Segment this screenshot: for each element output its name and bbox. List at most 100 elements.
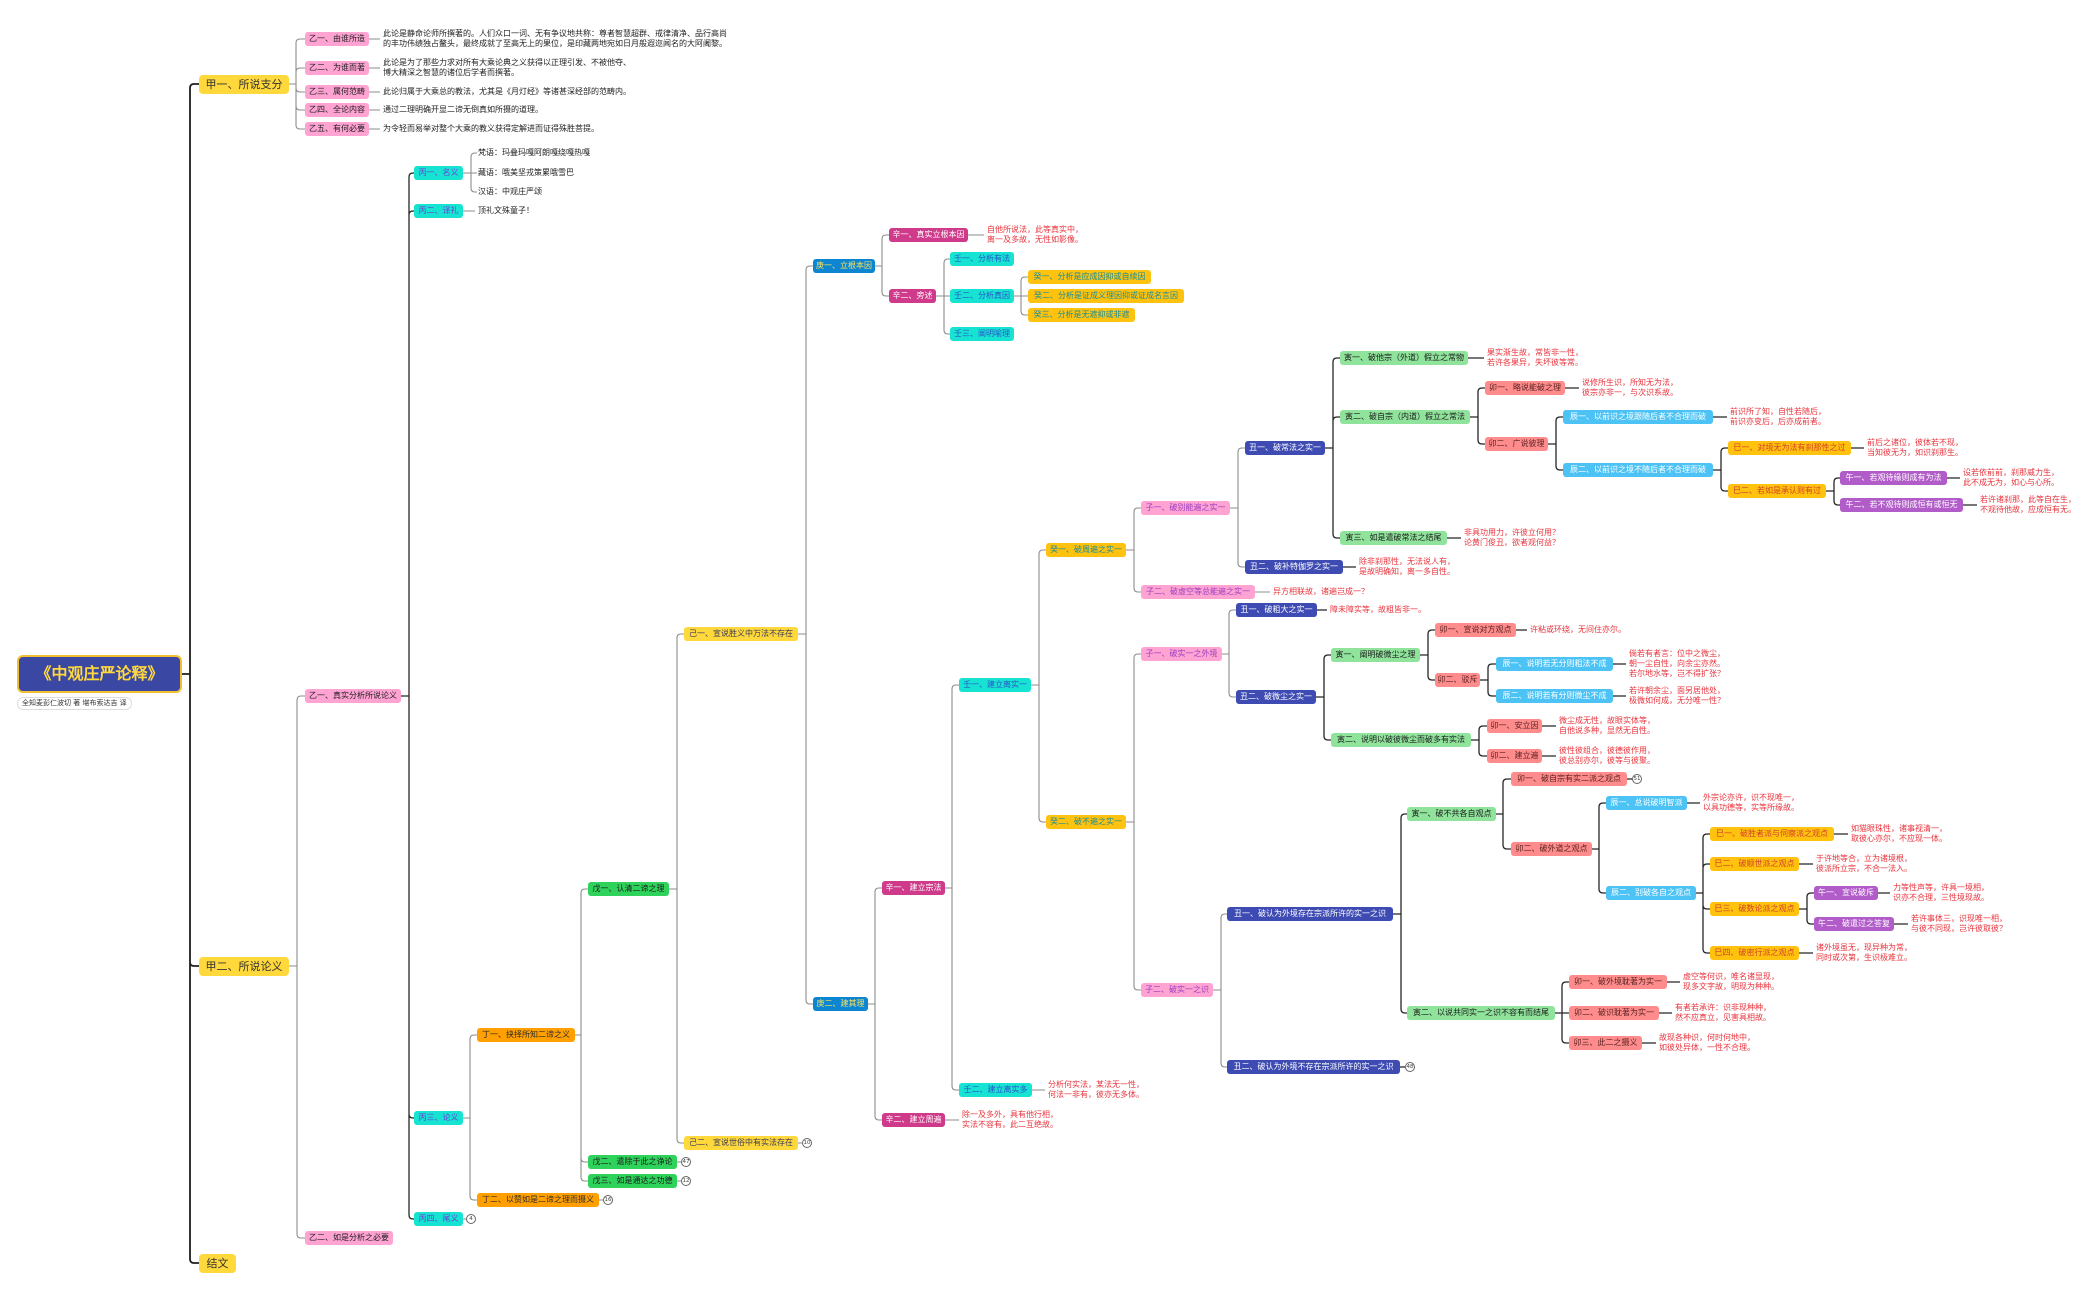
verse-text[interactable]: 除非刹那性，无法说人有， 是故明确知，离一多自性。 (1359, 557, 1455, 576)
topic-xin2-digression[interactable]: 辛二、旁述 (889, 289, 936, 303)
topic-chen1-general[interactable]: 辰一、总说破明智派 (1606, 796, 1687, 810)
collapsed-count-badge[interactable]: 10 (802, 1138, 812, 1148)
verse-text[interactable]: 除一及多外，具有他行相， 实法不容有，此二互绝故。 (962, 1110, 1058, 1129)
topic-ren3-example[interactable]: 壬三、阐明喻理 (950, 327, 1014, 341)
topic-zi2-consciousness[interactable]: 子二、破实一之识 (1141, 983, 1213, 997)
verse-text[interactable]: 有者若承许：识非现种种， 然不应真立，见害具相故。 (1675, 1003, 1771, 1022)
verse-text[interactable]: 若许诸刹那，此等自在生， 不观待他故，应成恒有无。 (1980, 495, 2076, 514)
topic-gui2-non-pervasive[interactable]: 癸二、破不遍之实一 (1046, 815, 1126, 829)
topic-mao2-refutation[interactable]: 卯二、驳斥 (1435, 673, 1480, 687)
topic-gui1-pervasive[interactable]: 癸一、破周遍之实一 (1046, 543, 1126, 557)
topic-si2-charvaka[interactable]: 巳二、破顺世派之观点 (1710, 857, 1799, 871)
topic-wu1-recognize[interactable]: 戊一、认清二谛之理 (588, 882, 669, 896)
topic-yi2-audience-note[interactable]: 此论是为了那些力求对所有大乘论典之义获得以正理引发、不被他夺、 博大精深之智慧的… (383, 58, 631, 77)
verse-text[interactable]: 许粘或环绕，无间住亦尔。 (1530, 625, 1626, 634)
topic-mao2-establish-pervasion[interactable]: 卯二、建立遍 (1487, 749, 1542, 763)
topic-gui2-reason-type[interactable]: 癸二、分析是证成义理因抑或证成名言因 (1028, 289, 1184, 303)
title-sanskrit-note[interactable]: 梵语：玛叠玛嘎阿朗嘎绕嘎热嘎 (478, 148, 590, 157)
collapsed-count-badge[interactable]: 12 (681, 1176, 691, 1186)
topic-yi2-audience[interactable]: 乙二、为谁而著 (305, 61, 369, 75)
topic-ji1-ultimate[interactable]: 己一、宣说胜义中万法不存在 (684, 627, 798, 641)
topic-chou2-non-realist-schools[interactable]: 丑二、破认为外境不存在宗派所许的实一之识 (1227, 1060, 1400, 1074)
verse-text[interactable]: 倘若有者言：位中之微尘， 朝一尘自性，向余尘亦然。 若尔地水等，岂不得扩张？ (1629, 649, 1725, 678)
topic-yi1-author-note[interactable]: 此论是静命论师所撰著的。人们众口一词、无有争议地共称：尊者智慧超群、戒律清净、品… (383, 29, 727, 48)
topic-wu-noon2-reply[interactable]: 午二、破遣过之答复 (1814, 917, 1894, 931)
verse-text[interactable]: 说修所生识，所知无为法， 彼宗亦非一，与次识系故。 (1582, 378, 1678, 397)
topic-ren1-free-of-one[interactable]: 壬一、建立离实一 (959, 678, 1031, 692)
topic-yin1-individual-views[interactable]: 寅一、破不共各自观点 (1407, 807, 1496, 821)
topic-ren2-free-of-many[interactable]: 壬二、建立离实多 (959, 1083, 1032, 1097)
topic-chou1-permanent[interactable]: 丑一、破常法之实一 (1245, 441, 1325, 455)
topic-yi2-necessity[interactable]: 乙二、如是分析之必要 (305, 1231, 393, 1245)
collapsed-count-badge[interactable]: 47 (681, 1157, 691, 1167)
collapsed-count-badge[interactable]: 51 (1632, 774, 1642, 784)
topic-ren1-subject[interactable]: 壬一、分析有法 (950, 252, 1014, 266)
topic-chen2-not-follows[interactable]: 辰二、以前识之境不随后者不合理而破 (1563, 463, 1713, 477)
verse-text[interactable]: 故现各种识，何时何地中， 如彼处异体，一性不合理。 (1659, 1033, 1755, 1052)
topic-chou2-particle[interactable]: 丑二、破微尘之实一 (1236, 690, 1316, 704)
verse-text[interactable]: 自他所说法，此等真实中， 离一及多故，无性如影像。 (987, 225, 1083, 244)
topic-yi4-content-note[interactable]: 通过二理明确开显二谛无倒真如所摄的道理。 (383, 105, 543, 114)
title-chinese-note[interactable]: 汉语：中观庄严颂 (478, 187, 542, 196)
verse-text[interactable]: 前识所了知，自性若随后， 前识亦变后，后亦成前者。 (1730, 407, 1826, 426)
topic-geng1-root-reason[interactable]: 庚一、立根本因 (813, 259, 875, 273)
verse-text[interactable]: 异方相联故，诸遍岂成一？ (1273, 587, 1369, 596)
topic-mao1-establish-reason[interactable]: 卯一、安立因 (1487, 719, 1542, 733)
topic-bing1-title[interactable]: 丙一、名义 (414, 166, 463, 180)
topic-xin1-property[interactable]: 辛一、建立宗法 (882, 881, 945, 895)
topic-chen2-specific[interactable]: 辰二、别破各自之观点 (1606, 886, 1696, 900)
topic-ding2-summary[interactable]: 丁二、以赞如是二谛之理而摄义 (477, 1193, 599, 1207)
topic-si3-samkhya[interactable]: 巳三、破数论派之观点 (1710, 902, 1799, 916)
topic-yin2-common-conclusion[interactable]: 寅二、以说共同实一之识不容有而结尾 (1407, 1006, 1555, 1020)
topic-wu3-merits[interactable]: 戊三、如是通达之功德 (588, 1174, 677, 1188)
topic-yi3-category[interactable]: 乙三、属何范畴 (305, 85, 369, 99)
topic-geng2-establish[interactable]: 庚二、建其理 (813, 997, 868, 1011)
topic-bing2-homage-note[interactable]: 顶礼文殊童子！ (478, 206, 534, 215)
topic-si1-jaina-mimamsa[interactable]: 巳一、破胜者派与伺察派之观点 (1710, 827, 1834, 841)
title-tibetan-note[interactable]: 藏语：哦美坚戎策累哦雪巴 (478, 168, 574, 177)
topic-gui1-prasanga[interactable]: 癸一、分析是应成因抑或自续因 (1028, 270, 1151, 284)
topic-yi1-actual-analysis[interactable]: 乙一、真实分析所说论义 (305, 689, 401, 703)
topic-si1-momentary-fault[interactable]: 巳一、对境无为法有刹那性之过 (1728, 441, 1851, 455)
verse-text[interactable]: 障未障实等，故粗皆非一。 (1330, 605, 1426, 614)
topic-ren2-true-reason[interactable]: 壬二、分析真因 (950, 289, 1014, 303)
topic-yin2-many-entities[interactable]: 寅二、说明以破彼微尘而破多有实法 (1331, 733, 1471, 747)
topic-chen1-follows[interactable]: 辰一、以前识之境跟随后者不合理而破 (1563, 410, 1713, 424)
topic-mao1-own-schools[interactable]: 卯一、破自宗有实二派之观点 (1511, 772, 1627, 786)
verse-text[interactable]: 于许地等合，立为诸境根， 彼派所立宗，不合一法入。 (1816, 854, 1912, 873)
verse-text[interactable]: 如猫眼珠性，诸事视清一， 取彼心亦尔，不应现一体。 (1851, 824, 1947, 843)
verse-text[interactable]: 外宗论亦许，识不现唯一， 以具功德等，实等所缘故。 (1703, 793, 1799, 812)
topic-mao2-consciousness-clinging[interactable]: 卯二、破识耽著为实一 (1569, 1006, 1659, 1020)
topic-si4-secret-practice[interactable]: 巳四、破密行派之观点 (1710, 946, 1799, 960)
verse-text[interactable]: 分析何实法，某法无一性， 何法一非有，彼亦无多体。 (1048, 1080, 1144, 1099)
verse-text[interactable]: 果实渐生故，常皆非一性， 若许各果异，失坏彼等常。 (1487, 348, 1583, 367)
topic-xin2-pervasion[interactable]: 辛二、建立周遍 (882, 1113, 945, 1127)
topic-mao2-outsider-views[interactable]: 卯二、破外道之观点 (1511, 842, 1592, 856)
verse-text[interactable]: 微尘成无性，故眼实体等， 自他说多种，显然无自性。 (1559, 716, 1655, 735)
collapsed-count-badge[interactable]: 48 (1405, 1062, 1415, 1072)
collapsed-count-badge[interactable]: 4 (466, 1214, 476, 1224)
topic-mao1-brief[interactable]: 卯一、略说能破之理 (1485, 381, 1565, 395)
central-topic[interactable]: 《中观庄严论释》 (17, 655, 182, 693)
topic-yin2-insider-permanent[interactable]: 寅二、破自宗（内道）假立之常法 (1340, 410, 1470, 424)
topic-chou1-realist-schools[interactable]: 丑一、破认为外境存在宗派所许的实一之识 (1227, 907, 1393, 921)
topic-mao1-external-clinging[interactable]: 卯一、破外境耽著为实一 (1569, 975, 1667, 989)
verse-text[interactable]: 虚空等何识，唯名诸显现， 现多文字故，明现为种种。 (1683, 972, 1779, 991)
topic-yin1-outsider-permanent[interactable]: 寅一、破他宗（外道）假立之常物 (1340, 351, 1468, 365)
topic-yi3-category-note[interactable]: 此论归属于大乘总的教法，尤其是《月灯经》等诸甚深经部的范畴内。 (383, 87, 631, 96)
topic-chou1-gross[interactable]: 丑一、破粗大之实一 (1236, 603, 1317, 617)
topic-xin1-actual-reason[interactable]: 辛一、真实立根本因 (889, 228, 968, 242)
topic-yi1-author[interactable]: 乙一、由谁所造 (305, 32, 369, 46)
topic-yin3-conclusion[interactable]: 寅三、如是遣破常法之结尾 (1340, 531, 1447, 545)
topic-zi2-space[interactable]: 子二、破虚空等总能遍之实一 (1141, 585, 1255, 599)
topic-zi1-external-object[interactable]: 子一、破实一之外境 (1141, 647, 1222, 661)
topic-bing3-treatise[interactable]: 丙三、论义 (414, 1111, 463, 1125)
topic-jia2-treatise-meaning[interactable]: 甲二、所说论义 (199, 956, 289, 976)
topic-bing4-ending[interactable]: 丙四、尾义 (414, 1212, 463, 1226)
topic-mao3-summary[interactable]: 卯三、此二之摄义 (1569, 1036, 1642, 1050)
topic-wu-noon1-dependent[interactable]: 午一、若观待缘则成有为法 (1840, 471, 1947, 485)
topic-yi5-purpose-note[interactable]: 为令轻而易举对整个大乘的教义获得定解进而证得殊胜菩提。 (383, 124, 599, 133)
topic-bing2-homage[interactable]: 丙二、译礼 (414, 204, 463, 218)
verse-text[interactable]: 若许事体三，识现唯一相， 与彼不同现，岂许彼取彼？ (1911, 914, 2007, 933)
